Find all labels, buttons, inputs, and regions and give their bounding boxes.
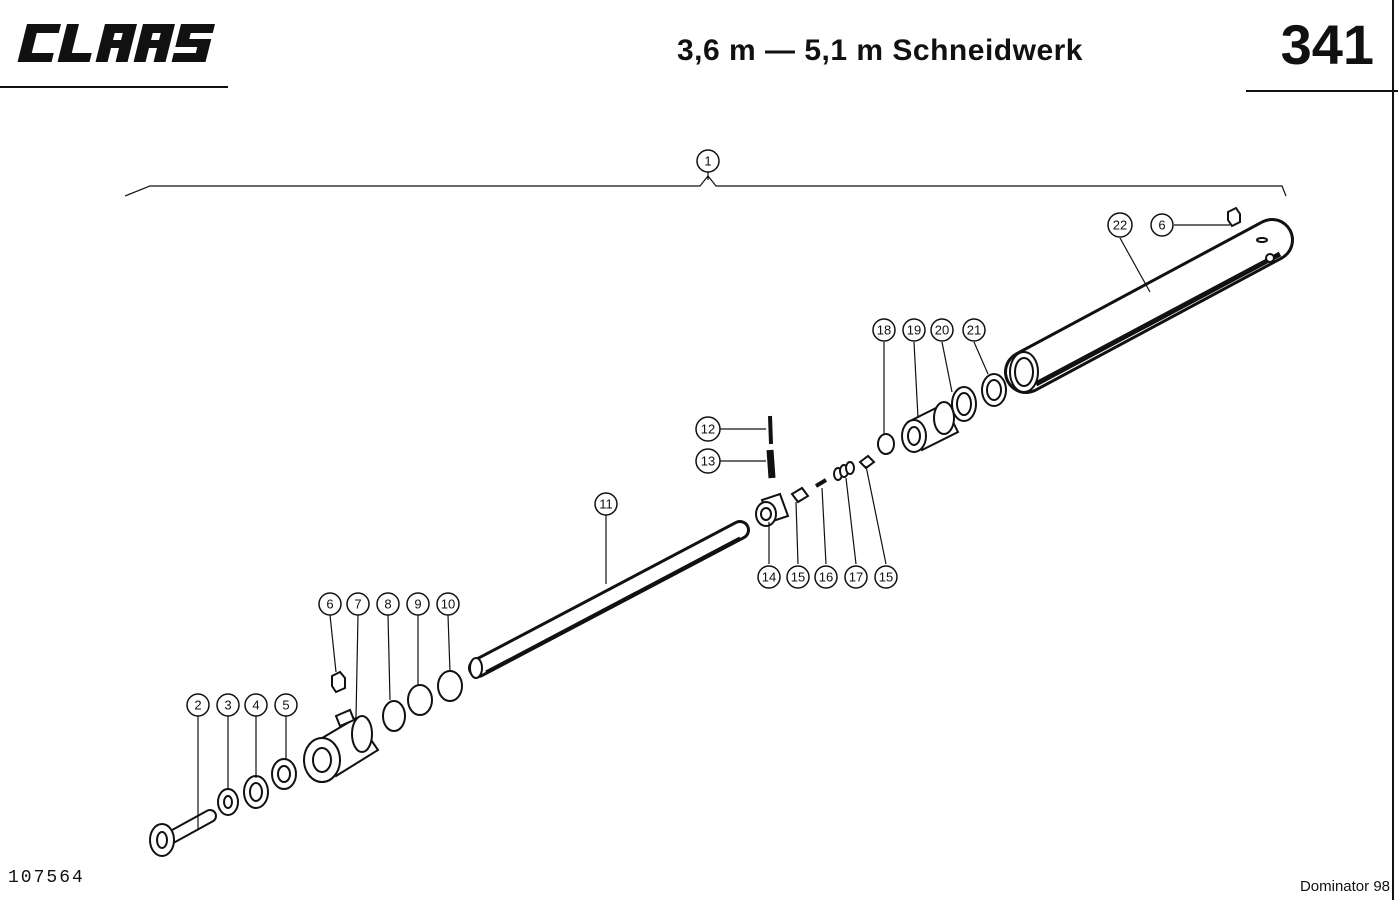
callout: 22	[1107, 212, 1133, 238]
piston-rod	[468, 520, 750, 679]
hex-nut	[217, 788, 239, 816]
page-border	[1392, 0, 1394, 900]
callout: 5	[274, 693, 298, 717]
callout-label: 2	[194, 698, 201, 713]
grease-nipple	[331, 670, 346, 694]
callout: 11	[594, 492, 618, 516]
callout-label: 15	[791, 570, 805, 585]
callout-label: 21	[967, 323, 981, 338]
claas-logo	[17, 24, 216, 62]
callout-label: 10	[441, 597, 455, 612]
callout-label: 4	[252, 698, 259, 713]
callout-label: 16	[819, 570, 833, 585]
leader-lines	[197, 172, 1230, 830]
callout-label: 8	[384, 597, 391, 612]
callout-label: 7	[354, 597, 361, 612]
callout-label: 3	[224, 698, 231, 713]
drawing-number: 107564	[8, 868, 85, 888]
seal-ring	[981, 373, 1007, 407]
callout: 15	[874, 565, 898, 589]
callout-label: 18	[877, 323, 891, 338]
valve-seat	[790, 486, 810, 504]
callout: 6	[1150, 213, 1174, 237]
callout-label: 11	[599, 497, 613, 512]
wiper-ring	[951, 386, 977, 422]
callout-label: 22	[1113, 218, 1127, 233]
callout-label: 13	[701, 454, 715, 469]
backup-ring	[437, 670, 463, 702]
model-label: Dominator 98	[1299, 878, 1390, 895]
pin	[768, 415, 773, 445]
callout: 6	[318, 592, 342, 616]
callout-label: 6	[326, 597, 333, 612]
callout: 17	[844, 565, 868, 589]
bearing	[243, 775, 269, 809]
eye-bolt	[149, 809, 217, 857]
callout: 14	[757, 565, 781, 589]
callout: 19	[902, 318, 926, 342]
guide-bush	[901, 401, 960, 453]
page-number: 341	[1280, 13, 1374, 76]
roll-pin	[766, 449, 776, 479]
callout-label: 19	[907, 323, 921, 338]
cylinder-tube	[1004, 206, 1294, 394]
callout: 10	[436, 592, 460, 616]
callout: 1	[696, 149, 720, 173]
o-ring	[407, 684, 433, 716]
snap-ring	[382, 700, 406, 732]
callout-label: 5	[282, 698, 289, 713]
cylinder-head	[303, 708, 380, 783]
callout-label: 12	[701, 422, 715, 437]
callout: 21	[962, 318, 986, 342]
callout: 3	[216, 693, 240, 717]
callout: 12	[695, 416, 721, 442]
o-ring	[877, 433, 895, 455]
callout-label: 15	[879, 570, 893, 585]
callout-label: 9	[414, 597, 421, 612]
seal-ring	[271, 758, 297, 790]
callout: 18	[872, 318, 896, 342]
callout: 9	[406, 592, 430, 616]
logo-underline	[0, 86, 228, 88]
callout: 4	[244, 693, 268, 717]
callout-label: 1	[704, 154, 711, 169]
callout: 15	[786, 565, 810, 589]
callout: 2	[186, 693, 210, 717]
page-title: 3,6 m — 5,1 m Schneidwerk	[676, 34, 1083, 67]
valve-seat	[858, 454, 876, 470]
callout-label: 14	[762, 570, 776, 585]
callout-label: 6	[1158, 218, 1165, 233]
valve-pin	[814, 478, 828, 488]
callout: 8	[376, 592, 400, 616]
page-number-underline	[1246, 90, 1398, 92]
spring	[833, 461, 855, 481]
callout: 20	[930, 318, 954, 342]
callout: 13	[695, 448, 721, 474]
piston	[755, 492, 790, 527]
callout-label: 20	[935, 323, 949, 338]
callout-label: 17	[849, 570, 863, 585]
callout: 7	[346, 592, 370, 616]
assembly-brace	[124, 175, 1287, 197]
callout: 16	[814, 565, 838, 589]
